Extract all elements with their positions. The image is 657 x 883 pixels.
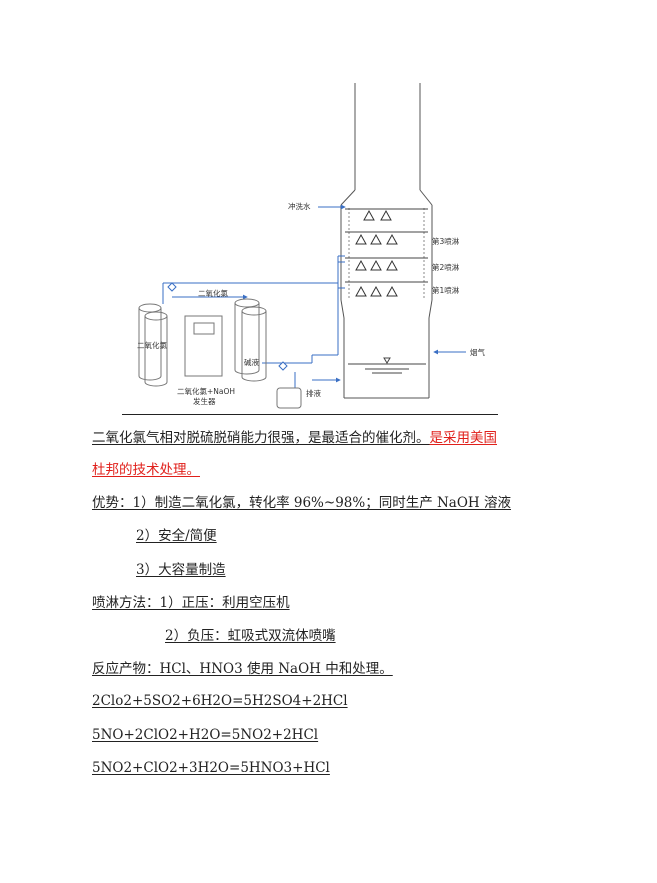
generator-box	[184, 315, 223, 377]
scrubber-tower	[340, 83, 433, 399]
spray-nozzles	[355, 209, 398, 297]
advantage-3: 3）大容量制造	[136, 562, 226, 578]
equation-2: 5NO+2ClO2+H2O=5NO2+2HCl	[92, 727, 319, 743]
alkali-tanks	[234, 298, 267, 382]
advantage-3-row: 3）大容量制造	[92, 561, 226, 579]
label-discharge: 排液	[306, 388, 321, 398]
label-generator-2: 发生器	[193, 396, 216, 406]
label-flush-water: 冲洗水	[288, 201, 311, 211]
label-flue-gas: 烟气	[470, 347, 485, 357]
reaction-products: 反应产物：HCl、HNO3 使用 NaOH 中和处理。	[92, 661, 393, 677]
intro-red-text-2: 杜邦的技术处理。	[92, 462, 200, 478]
spray-method-2-row: 2）负压：虹吸式双流体喷嘴	[92, 627, 336, 645]
label-alkali: 碱液	[244, 357, 259, 367]
equation-3: 5NO2+ClO2+3H2O=5HNO3+HCl	[92, 760, 330, 776]
spray-method-1: 喷淋方法：1）正压：利用空压机	[92, 595, 290, 611]
paragraph-intro: 二氧化氯气相对脱硫脱硝能力很强，是最适合的催化剂。是采用美国	[92, 429, 497, 447]
horizontal-rule	[122, 414, 498, 415]
advantage-2: 2）安全/简便	[136, 528, 217, 544]
chlorine-dioxide-tanks	[138, 303, 168, 387]
process-diagram: 冲洗水 第3喷淋 第2喷淋 第1喷淋 二氧化氯 二氧化氯 碱液 二氧化氯+NaO…	[137, 83, 485, 409]
equation-1: 2Clo2+5SO2+6H2O=5H2SO4+2HCl	[92, 693, 348, 709]
intro-red-text: 是采用美国	[429, 430, 498, 446]
label-chlorine-dioxide-pipe: 二氧化氯	[198, 288, 228, 298]
label-chlorine-dioxide-tank: 二氧化氯	[137, 340, 167, 350]
label-spray2: 第2喷淋	[432, 262, 460, 272]
label-spray1: 第1喷淋	[432, 285, 460, 295]
label-spray3: 第3喷淋	[432, 236, 460, 246]
advantage-1: 优势：1）制造二氧化氯，转化率 96%~98%；同时生产 NaOH 溶液	[92, 495, 511, 511]
spray-method-2: 2）负压：虹吸式双流体喷嘴	[165, 628, 336, 644]
paragraph-intro-cont: 杜邦的技术处理。	[92, 461, 200, 479]
intro-text: 二氧化氯气相对脱硫脱硝能力很强，是最适合的催化剂。	[92, 430, 430, 446]
label-generator-1: 二氧化氯+NaOH	[177, 386, 235, 396]
discharge-tank	[276, 387, 302, 409]
advantage-2-row: 2）安全/简便	[92, 527, 217, 545]
